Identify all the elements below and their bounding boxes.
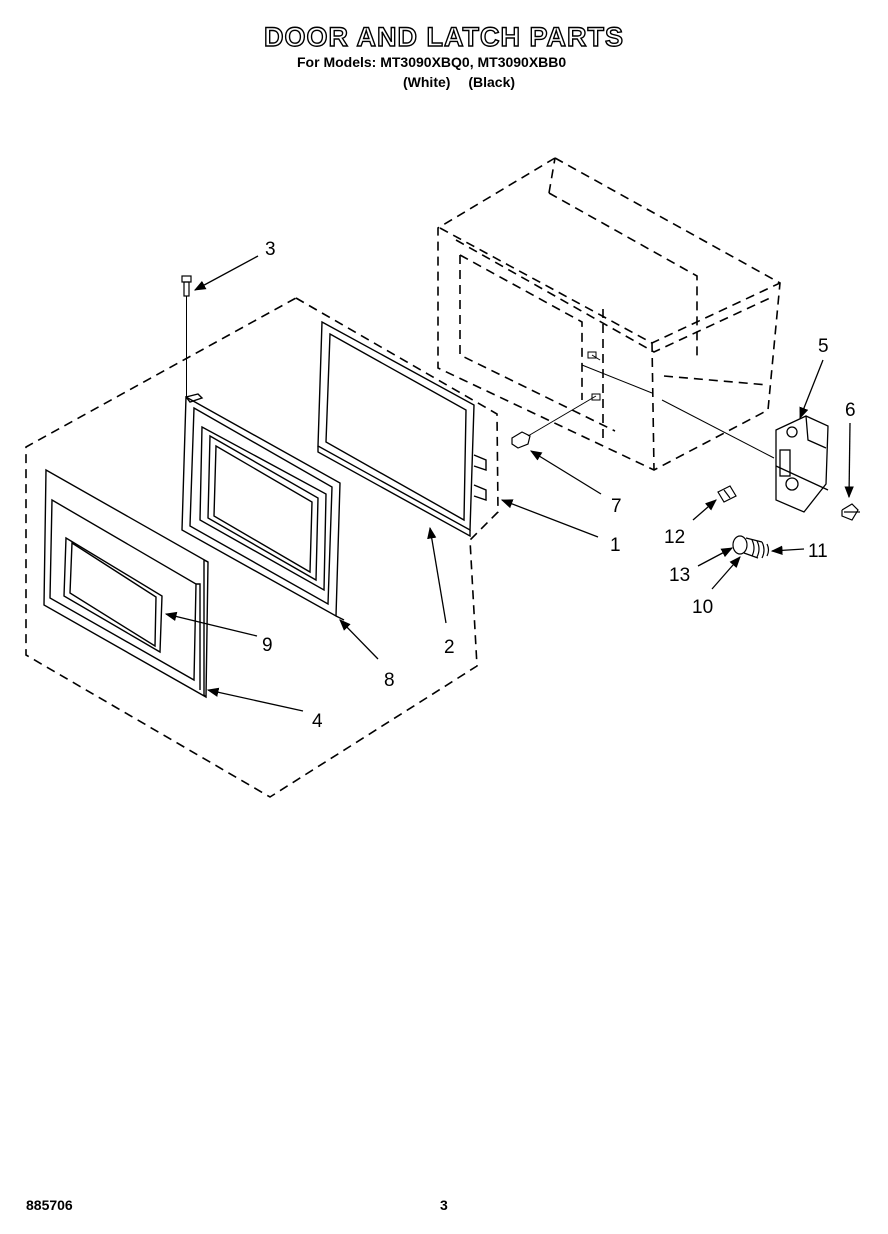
callout-5: 5 — [818, 336, 829, 357]
callout-2: 2 — [444, 637, 455, 658]
door-frame — [181, 393, 345, 621]
clip-6 — [841, 503, 860, 521]
door-assembly-outline — [25, 297, 499, 798]
page-title: DOOR AND LATCH PARTS — [263, 21, 624, 52]
callout-9: 9 — [262, 635, 273, 656]
latch-cap-12 — [717, 485, 737, 503]
callout-7: 7 — [611, 496, 622, 517]
document-number: 885706 — [26, 1197, 73, 1213]
screw-7 — [511, 395, 597, 449]
cabinet-outline — [437, 157, 781, 471]
callout-1: 1 — [610, 535, 621, 556]
callout-10: 10 — [692, 597, 713, 618]
callout-3: 3 — [265, 239, 276, 260]
callout-labels: 1 2 3 4 5 6 7 8 9 10 11 12 13 — [262, 239, 856, 732]
model-variants: (White) (Black) — [403, 74, 515, 90]
callout-13: 13 — [669, 565, 690, 586]
screw-3 — [181, 275, 192, 398]
latch-pin-spring — [732, 535, 770, 559]
callout-6: 6 — [845, 400, 856, 421]
page-number: 3 — [440, 1197, 448, 1213]
callout-4: 4 — [312, 711, 323, 732]
variant-white: (White) — [403, 74, 451, 90]
callout-12: 12 — [664, 527, 685, 548]
callout-11: 11 — [808, 541, 828, 562]
choke-frame — [317, 320, 487, 538]
variant-black: (Black) — [468, 74, 516, 90]
models-line: For Models: MT3090XBQ0, MT3090XBB0 — [297, 54, 567, 70]
door-panel — [43, 468, 209, 699]
callout-8: 8 — [384, 670, 395, 691]
latch-bracket — [775, 415, 829, 513]
leader-lines — [164, 255, 854, 712]
